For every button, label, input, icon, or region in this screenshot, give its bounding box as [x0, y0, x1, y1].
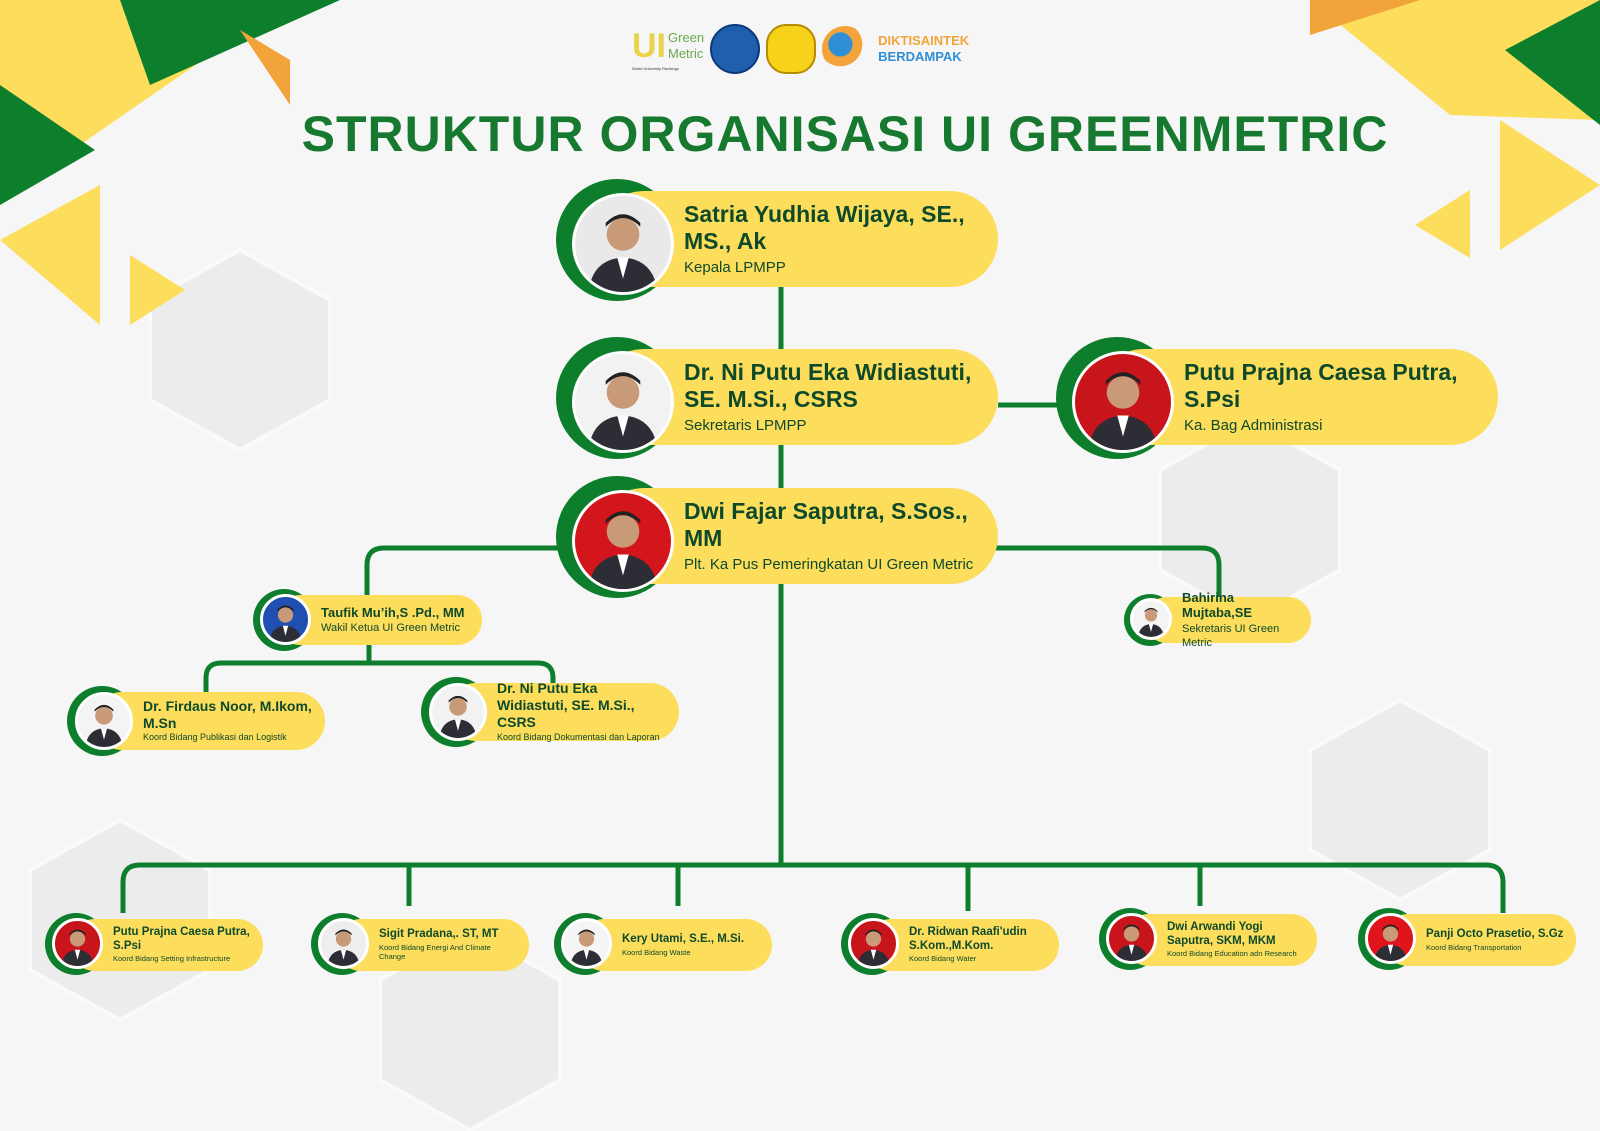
member-photo: [572, 490, 674, 592]
member-role: Koord Bidang Setting Infrastructure: [113, 954, 231, 964]
member-name: Dwi Fajar Saputra, S.Sos., MM: [684, 497, 968, 552]
member-role: Sekretaris LPMPP: [684, 416, 807, 434]
person-icon: [327, 929, 360, 966]
person-icon: [857, 929, 890, 966]
person-icon: [1088, 372, 1158, 450]
person-icon: [269, 605, 302, 642]
page-title: STRUKTUR ORGANISASI UI GREENMETRIC: [301, 106, 1389, 162]
member-name: Putu Prajna Caesa Putra, S.Psi: [113, 925, 250, 952]
university-logo: [766, 24, 817, 74]
person-icon: [588, 214, 658, 292]
dikti-line1: DIKTISAINTEK: [878, 33, 970, 48]
member-role: Koord Bidang Publikasi dan Logistik: [143, 732, 287, 743]
logo-metric-text: Metric: [668, 46, 704, 61]
member-role: Koord Bidang Energi And Climate Change: [379, 942, 491, 962]
org-member-card: Sigit Pradana,. ST, MT Koord Bidang Energ…: [311, 913, 529, 975]
name-plate: Taufik Mu’ih,S .Pd., MM Wakil Ketua UI Gr…: [275, 595, 482, 645]
person-icon: [439, 695, 477, 738]
member-name: Panji Octo Prasetio, S.Gz: [1426, 927, 1564, 940]
member-name: Dr. Ni Putu Eka Widiastuti, SE. M.Si., C…: [684, 358, 972, 413]
org-member-card: Dr. Ridwan Raafi'udin S.Kom.,M.Kom. Koord…: [841, 913, 1059, 975]
name-plate: Dr. Ni Putu Eka Widiastuti, SE. M.Si., C…: [447, 680, 679, 742]
member-name: Dr. Ridwan Raafi'udin S.Kom.,M.Kom.: [909, 925, 1027, 952]
member-name: Bahirina Mujtaba,SE: [1182, 589, 1253, 621]
member-role: Koord Bidang Waste: [622, 947, 691, 957]
org-member-card: Kery Utami, S.E., M.Si. Koord Bidang Wast…: [554, 913, 772, 975]
person-icon: [1138, 607, 1164, 637]
member-name: Putu Prajna Caesa Putra, S.Psi: [1184, 358, 1458, 413]
member-photo: [1072, 351, 1174, 453]
org-member-card: Dwi Fajar Saputra, S.Sos., MM Plt. Ka Pus…: [556, 476, 998, 598]
member-photo: [318, 918, 369, 969]
member-role: Koord Bidang Water: [909, 954, 977, 964]
org-member-card: Taufik Mu’ih,S .Pd., MM Wakil Ketua UI Gr…: [253, 589, 482, 651]
person-icon: [570, 929, 603, 966]
member-name: Kery Utami, S.E., M.Si.: [622, 932, 745, 945]
member-name: Sigit Pradana,. ST, MT: [379, 927, 499, 940]
logo-ui-text: UI: [632, 27, 666, 65]
dikti-line2: BERDAMPAK: [878, 49, 962, 64]
member-photo: [52, 918, 103, 969]
member-name: Satria Yudhia Wijaya, SE., MS., Ak: [684, 200, 965, 255]
person-icon: [588, 511, 658, 589]
member-role: Koord Bidang Education adn Research: [1167, 949, 1297, 959]
diktisaintek-logo: DIKTISAINTEK BERDAMPAK: [878, 33, 969, 65]
org-member-card: Dwi Arwandi Yogi Saputra, SKM, MKM Koord …: [1099, 908, 1317, 970]
person-icon: [588, 372, 658, 450]
member-name: Taufik Mu’ih,S .Pd., MM: [321, 604, 465, 620]
member-name: Dr. Ni Putu Eka Widiastuti, SE. M.Si., C…: [497, 680, 635, 731]
person-icon: [61, 929, 94, 966]
member-photo: [75, 692, 133, 750]
member-photo: [1106, 913, 1157, 964]
dikti-logo-mark: [822, 26, 869, 72]
member-photo: [1130, 598, 1172, 640]
member-photo: [429, 683, 487, 741]
member-photo: [572, 351, 674, 453]
org-member-card: Dr. Ni Putu Eka Widiastuti, SE. M.Si., C…: [556, 337, 998, 459]
person-icon: [1374, 924, 1407, 961]
org-member-card: Dr. Ni Putu Eka Widiastuti, SE. M.Si., C…: [421, 677, 679, 747]
member-role: Kepala LPMPP: [684, 258, 786, 276]
member-role: Koord Bidang Transportation: [1426, 942, 1522, 952]
member-photo: [260, 594, 311, 645]
member-role: Plt. Ka Pus Pemeringkatan UI Green Metri…: [684, 555, 974, 573]
org-member-card: Satria Yudhia Wijaya, SE., MS., Ak Kepala…: [556, 179, 998, 301]
member-name: Dr. Firdaus Noor, M.Ikom, M.Sn: [143, 697, 312, 731]
member-role: Sekretaris UI Green Metric: [1182, 622, 1280, 650]
person-icon: [1115, 924, 1148, 961]
person-icon: [85, 704, 123, 747]
member-photo: [561, 918, 612, 969]
member-photo: [848, 918, 899, 969]
logo-tagline: World University Rankings: [632, 66, 679, 71]
member-role: Koord Bidang Dokumentasi dan Laporan: [497, 731, 660, 742]
member-role: Wakil Ketua UI Green Metric: [321, 622, 460, 635]
member-name: Dwi Arwandi Yogi Saputra, SKM, MKM: [1167, 920, 1276, 947]
kemendikbud-logo: [710, 24, 761, 74]
member-photo: [1365, 913, 1416, 964]
member-role: Ka. Bag Administrasi: [1184, 416, 1323, 434]
logo-green-text: Green: [668, 30, 705, 45]
member-photo: [572, 193, 674, 295]
